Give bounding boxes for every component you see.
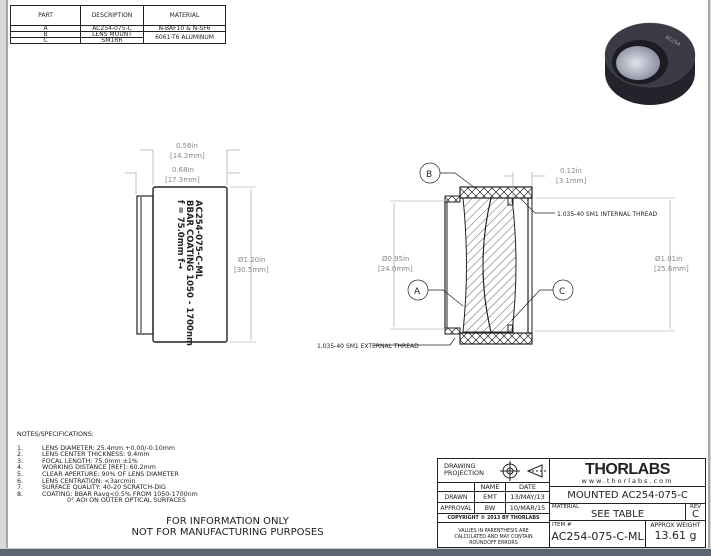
dim-diameter-mm: [30.5mm] xyxy=(234,266,269,274)
note-item: 4.WORKING DISTANCE [REF]: 60.2mm xyxy=(17,464,156,472)
note-item: 7.SURFACE QUALITY: 40-20 SCRATCH-DIG xyxy=(17,484,166,492)
notes: NOTES/SPECIFICATIONS: 1.LENS DIAMETER: 2… xyxy=(17,431,198,505)
side-view: 0.56in [14.2mm] 0.68in [17.3mm] Ø1.20in … xyxy=(125,142,269,346)
cell-description: SM1RR xyxy=(80,37,144,44)
note-item: 3.FOCAL LENGTH: 75.0mm ±1% xyxy=(17,457,138,465)
projection-cell: DRAWING PROJECTION xyxy=(437,458,550,483)
notes-title: NOTES/SPECIFICATIONS: xyxy=(17,431,94,438)
engraving-part-number: AC254-075-C-ML xyxy=(193,200,203,280)
rev-label: REV xyxy=(689,504,702,510)
disclaimer-line: FOR INFORMATION ONLY xyxy=(166,516,289,527)
projection-label: DRAWING PROJECTION xyxy=(444,462,484,477)
material-cell: MATERIAL SEE TABLE xyxy=(549,503,686,521)
projection-symbol-icon xyxy=(500,461,546,481)
engraving-focal-length: f = 75.0mm f→ xyxy=(175,200,185,269)
table-row: B LENS MOUNT 6061-T6 ALUMINUM xyxy=(10,31,226,44)
disclaimer-line: NOT FOR MANUFACTURING PURPOSES xyxy=(131,527,324,538)
rev-value: C xyxy=(692,509,699,520)
material-label: MATERIAL xyxy=(552,504,580,510)
note-item: 6.LENS CENTRATION: <3arcmin xyxy=(17,477,136,485)
note-item: 1.LENS DIAMETER: 25.4mm +0.00/-0.10mm xyxy=(17,444,176,452)
table-row: C SM1RR xyxy=(10,37,226,44)
thorlabs-logo: THORLABS xyxy=(585,461,670,478)
item-cell: ITEM # AC254-075-C-ML xyxy=(549,520,646,548)
dim-thread-mm: [3.1mm] xyxy=(556,177,587,185)
parts-table: PART DESCRIPTION MATERIAL A AC254-075-C … xyxy=(10,5,226,44)
dim-thread-in: 0.12in xyxy=(560,167,582,175)
bottom-bar xyxy=(0,548,711,556)
weight-value: 13.61 g xyxy=(654,529,697,542)
note-item: 2.LENS CENTER THICKNESS: 9.4mm xyxy=(17,451,150,459)
values-note: VALUES IN PARENTHESIS ARE CALCULATED AND… xyxy=(437,522,550,548)
drawing-title: MOUNTED AC254-075-C xyxy=(549,486,706,504)
dim-outer-mm: [25.6mm] xyxy=(654,265,689,273)
material-value: SEE TABLE xyxy=(590,509,645,520)
item-value: AC254-075-C-ML xyxy=(551,530,644,543)
note-item: 8.COATING: BBAR Ravg<0.5% FROM 1050-1700… xyxy=(17,490,198,498)
balloon-b: B xyxy=(426,170,432,180)
dim-total-mm: [17.3mm] xyxy=(165,176,200,184)
dim-length-mm: [14.2mm] xyxy=(170,152,205,160)
engraving-coating: BBAR COATING 1050 - 1700nm xyxy=(184,200,194,346)
dim-inner-mm: [24.0mm] xyxy=(378,265,413,273)
disclaimer: FOR INFORMATION ONLY NOT FOR MANUFACTURI… xyxy=(120,516,335,538)
item-label: ITEM # xyxy=(552,522,572,528)
dim-inner-in: Ø0.95in xyxy=(382,255,409,263)
logo-cell: THORLABS www.thorlabs.com xyxy=(549,458,706,487)
drawing-sheet xyxy=(6,0,710,548)
dim-total-in: 0.68in xyxy=(172,166,194,174)
cell-material: 6061-T6 ALUMINUM xyxy=(143,31,226,44)
product-render: AC254 xyxy=(604,22,696,105)
weight-cell: APPROX WEIGHT 13.61 g xyxy=(645,520,706,548)
dim-length-in: 0.56in xyxy=(176,142,198,150)
external-thread-callout: 1.035-40 SM1 EXTERNAL THREAD xyxy=(317,343,419,350)
dim-outer-in: Ø1.01in xyxy=(655,255,682,263)
weight-label: APPROX WEIGHT xyxy=(650,522,701,529)
note-item: 5.CLEAR APERTURE: 90% OF LENS DIAMETER xyxy=(17,470,179,478)
section-view: B A C 0.12in [3.1mm] Ø0.95in [24.0mm] Ø1… xyxy=(317,162,689,350)
dim-diameter-in: Ø1.20in xyxy=(238,256,265,264)
note-continuation: 0° AOI ON OUTER OPTICAL SURFACES xyxy=(67,497,186,505)
website: www.thorlabs.com xyxy=(581,477,674,485)
balloon-c: C xyxy=(559,287,565,297)
balloon-a: A xyxy=(414,287,421,297)
rev-cell: REV C xyxy=(685,503,706,521)
internal-thread-callout: 1.035-40 SM1 INTERNAL THREAD xyxy=(557,211,658,218)
table-row: A AC254-075-C N-BAF10 & N-SF6 xyxy=(10,25,226,32)
